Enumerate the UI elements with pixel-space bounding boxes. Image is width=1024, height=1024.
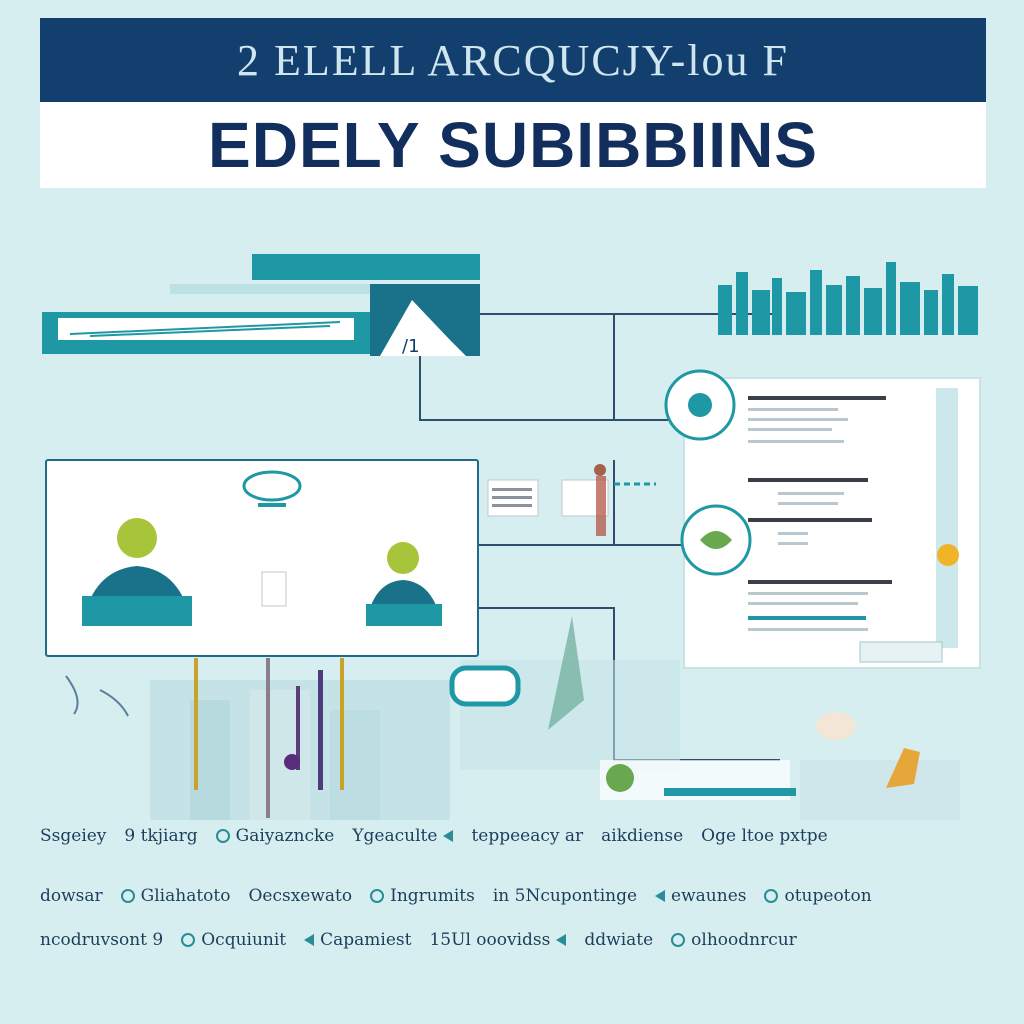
label-item: olhoodnrcur <box>671 930 797 950</box>
label-item: Ygeaculte <box>352 826 454 846</box>
person-icon <box>366 542 442 626</box>
circle-icon <box>215 829 230 843</box>
arrow-icon <box>655 890 666 902</box>
circle-icon <box>370 889 385 903</box>
label-item: ncodruvsont 9 <box>40 930 164 950</box>
label-item: Ocquiunit <box>181 930 286 950</box>
label-item: Gaiyazncke <box>215 826 334 846</box>
label-item: in 5Ncupontinge <box>492 886 638 906</box>
arrow-icon <box>443 830 454 842</box>
circle-icon <box>671 933 686 947</box>
label-item: Oge ltoe pxtpe <box>701 826 828 846</box>
label-item: 15Ul ooovidss <box>429 930 567 950</box>
circle-icon <box>120 889 135 903</box>
svg-text:/1: /1 <box>402 336 420 357</box>
city-icon <box>718 262 978 335</box>
circle-icon <box>764 889 779 903</box>
pill-shape <box>449 665 521 707</box>
teal-header-bar <box>252 254 480 280</box>
lower-city <box>150 660 960 820</box>
arrow-icon <box>556 934 567 946</box>
label-item: aikdiense <box>601 826 684 846</box>
keyboard-module: /1 <box>42 254 480 357</box>
label-item: Capamiest <box>304 930 411 950</box>
cloud-icon <box>242 470 302 502</box>
label-item: ddwiate <box>584 930 654 950</box>
connector-line <box>419 330 700 421</box>
vertical-rods <box>194 658 344 818</box>
banner-text: 2 ELELL ARCQUCJY-lou F <box>236 35 790 85</box>
label-row: Ssgeiey 9 tkjiarg Gaiyazncke Ygeaculte t… <box>40 826 986 846</box>
title-bar: EDELY SUBIBBIINS <box>40 102 986 188</box>
person-icon <box>487 464 656 536</box>
label-item: teppeeacy ar <box>471 826 584 846</box>
label-row: dowsar Gliahatoto Oecsxewato Ingrumits i… <box>40 886 986 906</box>
label-item: Ingrumits <box>370 886 475 906</box>
label-item: 9 tkjiarg <box>124 826 198 846</box>
document-icon <box>664 369 981 669</box>
label-item: otupeoton <box>764 886 872 906</box>
person-icon <box>82 518 192 626</box>
arrow-icon <box>304 934 315 946</box>
label-item: dowsar <box>40 886 103 906</box>
label-row: ncodruvsont 9 Ocquiunit Capamiest 15Ul o… <box>40 930 986 950</box>
meeting-panel <box>45 459 479 657</box>
label-item: Oecsxewato <box>248 886 353 906</box>
page-title: EDELY SUBIBBIINS <box>208 109 818 181</box>
circle-icon <box>181 933 196 947</box>
label-item: Ssgeiey <box>40 826 107 846</box>
header-banner: 2 ELELL ARCQUCJY-lou F <box>40 18 986 102</box>
label-item: ewaunes <box>655 886 746 906</box>
pen-icon <box>886 748 920 788</box>
status-dot <box>937 544 959 566</box>
label-item: Gliahatoto <box>120 886 230 906</box>
